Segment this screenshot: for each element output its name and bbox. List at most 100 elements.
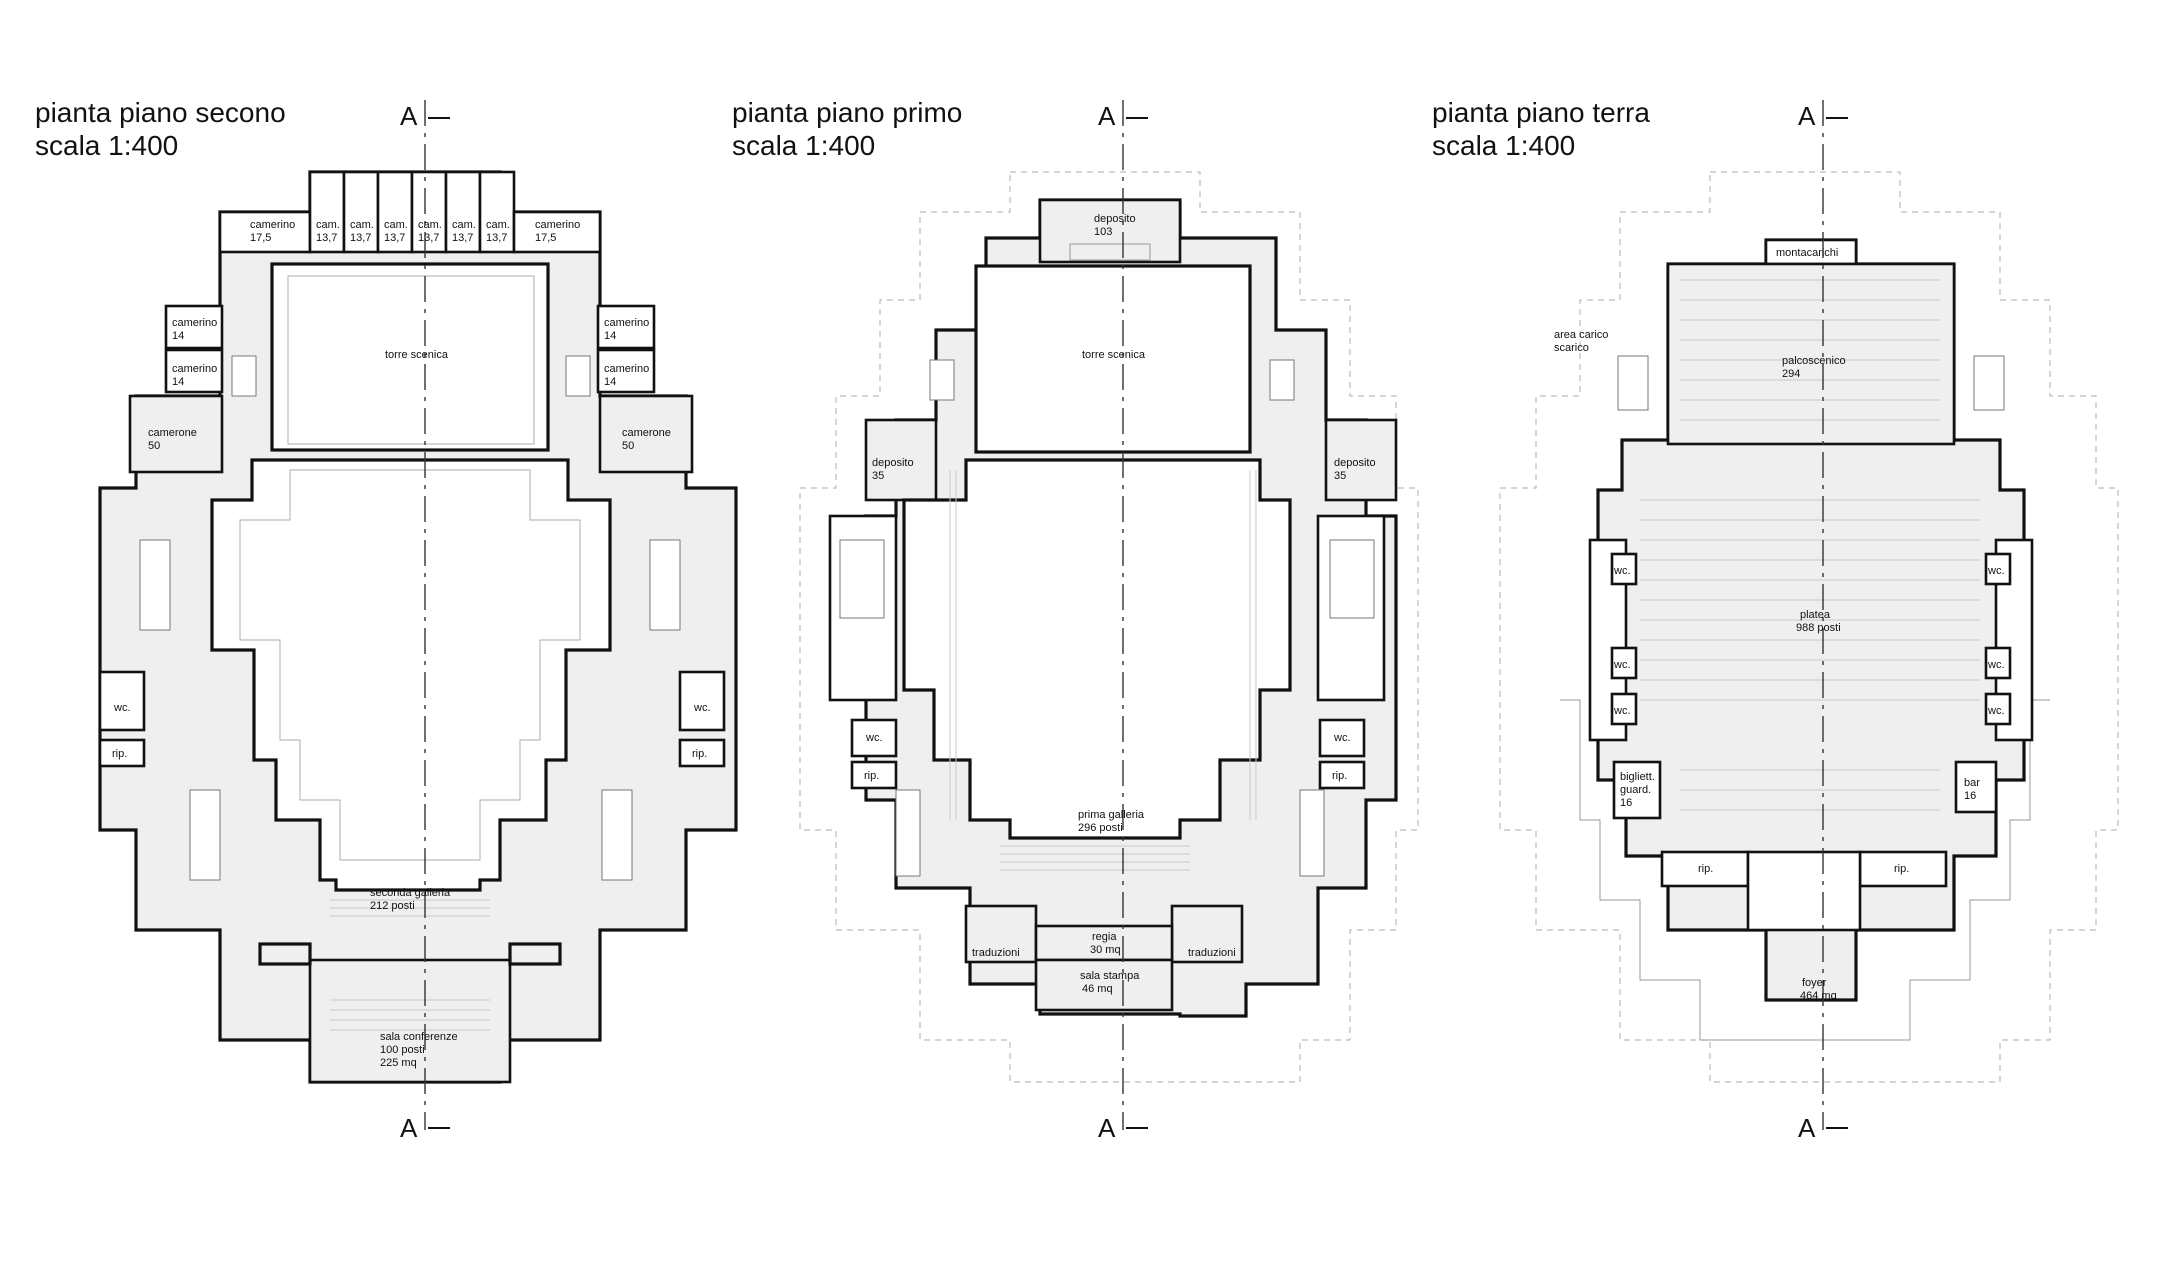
plan1-hall-void-outline: [239, 469, 581, 861]
plan3-palcoscenico: [1666, 262, 1956, 446]
plan1-label-cam2-area: 13,7: [350, 232, 371, 244]
plan3-label-palco: palcoscenico: [1782, 355, 1846, 367]
plan2-stair-r3: [1299, 789, 1325, 877]
plan2-label-stampa-mq: 46 mq: [1082, 983, 1113, 995]
plan1-rip-l: [98, 738, 146, 768]
plan3-label-wc-r3: wc.: [1987, 705, 2005, 717]
plan3-stage-boards: [1680, 279, 1940, 421]
plan2-label-regia: regia: [1092, 931, 1117, 943]
plan3-title-line1: pianta piano terra: [1432, 97, 1650, 128]
plan1-camerino-r2: [596, 348, 656, 394]
plan2-rip-r: [1318, 760, 1366, 790]
plan2-stair-r1: [1329, 539, 1375, 619]
plan1-label-cam1: cam.: [316, 219, 340, 231]
plan1-label-camerino-tr: camerino: [535, 219, 580, 231]
plan1-door-l: [258, 942, 312, 966]
plan3-platea-seats: [1640, 499, 1980, 811]
plan3-stair-l: [1617, 355, 1649, 411]
plan1-wc-r: [678, 670, 726, 732]
plan1-label-sala-mq: 225 mq: [380, 1057, 417, 1069]
plan1-label-camerone-l: camerone: [148, 427, 197, 439]
plan1-label-rip-l: rip.: [112, 748, 127, 760]
plan1-label-camerino-r1-area: 14: [604, 330, 616, 342]
plan1-torre-inner: [287, 275, 535, 445]
plan3-rip-l: [1660, 850, 1750, 888]
plan2-label-deposito-top-area: 103: [1094, 226, 1112, 238]
plan2-wc-l: [850, 718, 898, 758]
plan3-wc-l1: [1610, 552, 1638, 586]
plan3-label-bar: bar: [1964, 777, 1980, 789]
plan1-label-rip-r: rip.: [692, 748, 707, 760]
plan3-label-foyer-mq: 464 mq: [1800, 990, 1837, 1002]
plan2-label-trad-l: traduzioni: [972, 947, 1020, 959]
plan1-cam-1: [308, 170, 346, 254]
plan3-label-wc-l1: wc.: [1613, 565, 1631, 577]
plan2-torre-scenica: [974, 264, 1252, 454]
plan1-label-cam3: cam.: [384, 219, 408, 231]
plan3-wc-l3: [1610, 692, 1638, 726]
plan2-label-torre: torre scenica: [1082, 349, 1146, 361]
plan2-hall-void: [902, 458, 1292, 840]
plan1-label-galleria: seconda galleria: [370, 887, 451, 899]
plan1-label-galleria-posti: 212 posti: [370, 900, 415, 912]
plan2-deposito-top: [1038, 198, 1182, 264]
plan2-sala-stampa: [1034, 958, 1174, 1012]
plan1-label-wc-l: wc.: [113, 702, 131, 714]
plan1-label-cam4: cam.: [418, 219, 442, 231]
plan1-label-cam6-area: 13,7: [486, 232, 507, 244]
plan1-label-camerone-l-area: 50: [148, 440, 160, 452]
plan3-label-montacarichi: montacarichi: [1776, 247, 1838, 259]
plan1-cam-6: [478, 170, 516, 254]
plan3-label-bar-area: 16: [1964, 790, 1976, 802]
plan2-label-deposito-l-area: 35: [872, 470, 884, 482]
plan2-stair-r2: [1269, 359, 1295, 401]
plan1-label-wc-r: wc.: [693, 702, 711, 714]
plan2-stair-l3: [895, 789, 921, 877]
plan3-label-area-carico: area carico: [1554, 329, 1608, 341]
plan1-door-r: [508, 942, 562, 966]
plan2-label-rip-l: rip.: [864, 770, 879, 782]
plan2-title-line2: scala 1:400: [732, 130, 875, 161]
plan2-rip-l: [850, 760, 898, 790]
plan2-label-regia-mq: 30 mq: [1090, 944, 1121, 956]
plan1-label-camerone-r: camerone: [622, 427, 671, 439]
plan3-label-wc-r2: wc.: [1987, 659, 2005, 671]
plan1-stair-l1: [139, 539, 171, 631]
plan1-label-camerino-r2: camerino: [604, 363, 649, 375]
plan2-gallery-seats: [949, 470, 1257, 871]
plan1-cam-3: [376, 170, 414, 254]
plan2-wc-r: [1318, 718, 1366, 758]
plan2-label-deposito-r-area: 35: [1334, 470, 1346, 482]
plan3-label-wc-l3: wc.: [1613, 705, 1631, 717]
plan2-traduzioni-l: [964, 904, 1038, 964]
plan1-camerino-r1: [596, 304, 656, 350]
plan3-foyer-envelope: [1560, 699, 2050, 1041]
plan1-label-sala-posti: 100 posti: [380, 1044, 425, 1056]
plan1-section-mark-top: A: [400, 101, 418, 131]
plan2-label-deposito-top: deposito: [1094, 213, 1136, 225]
plan1-gallery-seats: [330, 899, 490, 1031]
plan1-label-cam4-area: 13,7: [418, 232, 439, 244]
plan3-label-platea: platea: [1800, 609, 1831, 621]
plan1-camerino-l1: [164, 304, 224, 350]
plan1-stair-l3: [231, 355, 257, 397]
plan3-label-guard: guard.: [1620, 784, 1651, 796]
plan2-label-deposito-r: deposito: [1334, 457, 1376, 469]
plan1-section-mark-bottom: A: [400, 1113, 418, 1143]
plan1-label-cam6: cam.: [486, 219, 510, 231]
plan1-cam-5: [444, 170, 482, 254]
plan2-label-trad-r: traduzioni: [1188, 947, 1236, 959]
plan2-deposito-l: [864, 418, 938, 502]
plan2-footprint-dashed: [799, 171, 1419, 1083]
plan2-section-mark-bottom: A: [1098, 1113, 1116, 1143]
plan1-camerino-l2: [164, 348, 224, 394]
plan1-stair-r3: [565, 355, 591, 397]
plan1-label-cam3-area: 13,7: [384, 232, 405, 244]
plan3-wc-r2: [1984, 646, 2012, 680]
plan1-label-camerino-r2-area: 14: [604, 376, 616, 388]
plan3-section-mark-bottom: A: [1798, 1113, 1816, 1143]
plan3-bigliett: [1612, 760, 1662, 820]
plan3-label-wc-l2: wc.: [1613, 659, 1631, 671]
plan1-camerone-r: [598, 394, 694, 474]
